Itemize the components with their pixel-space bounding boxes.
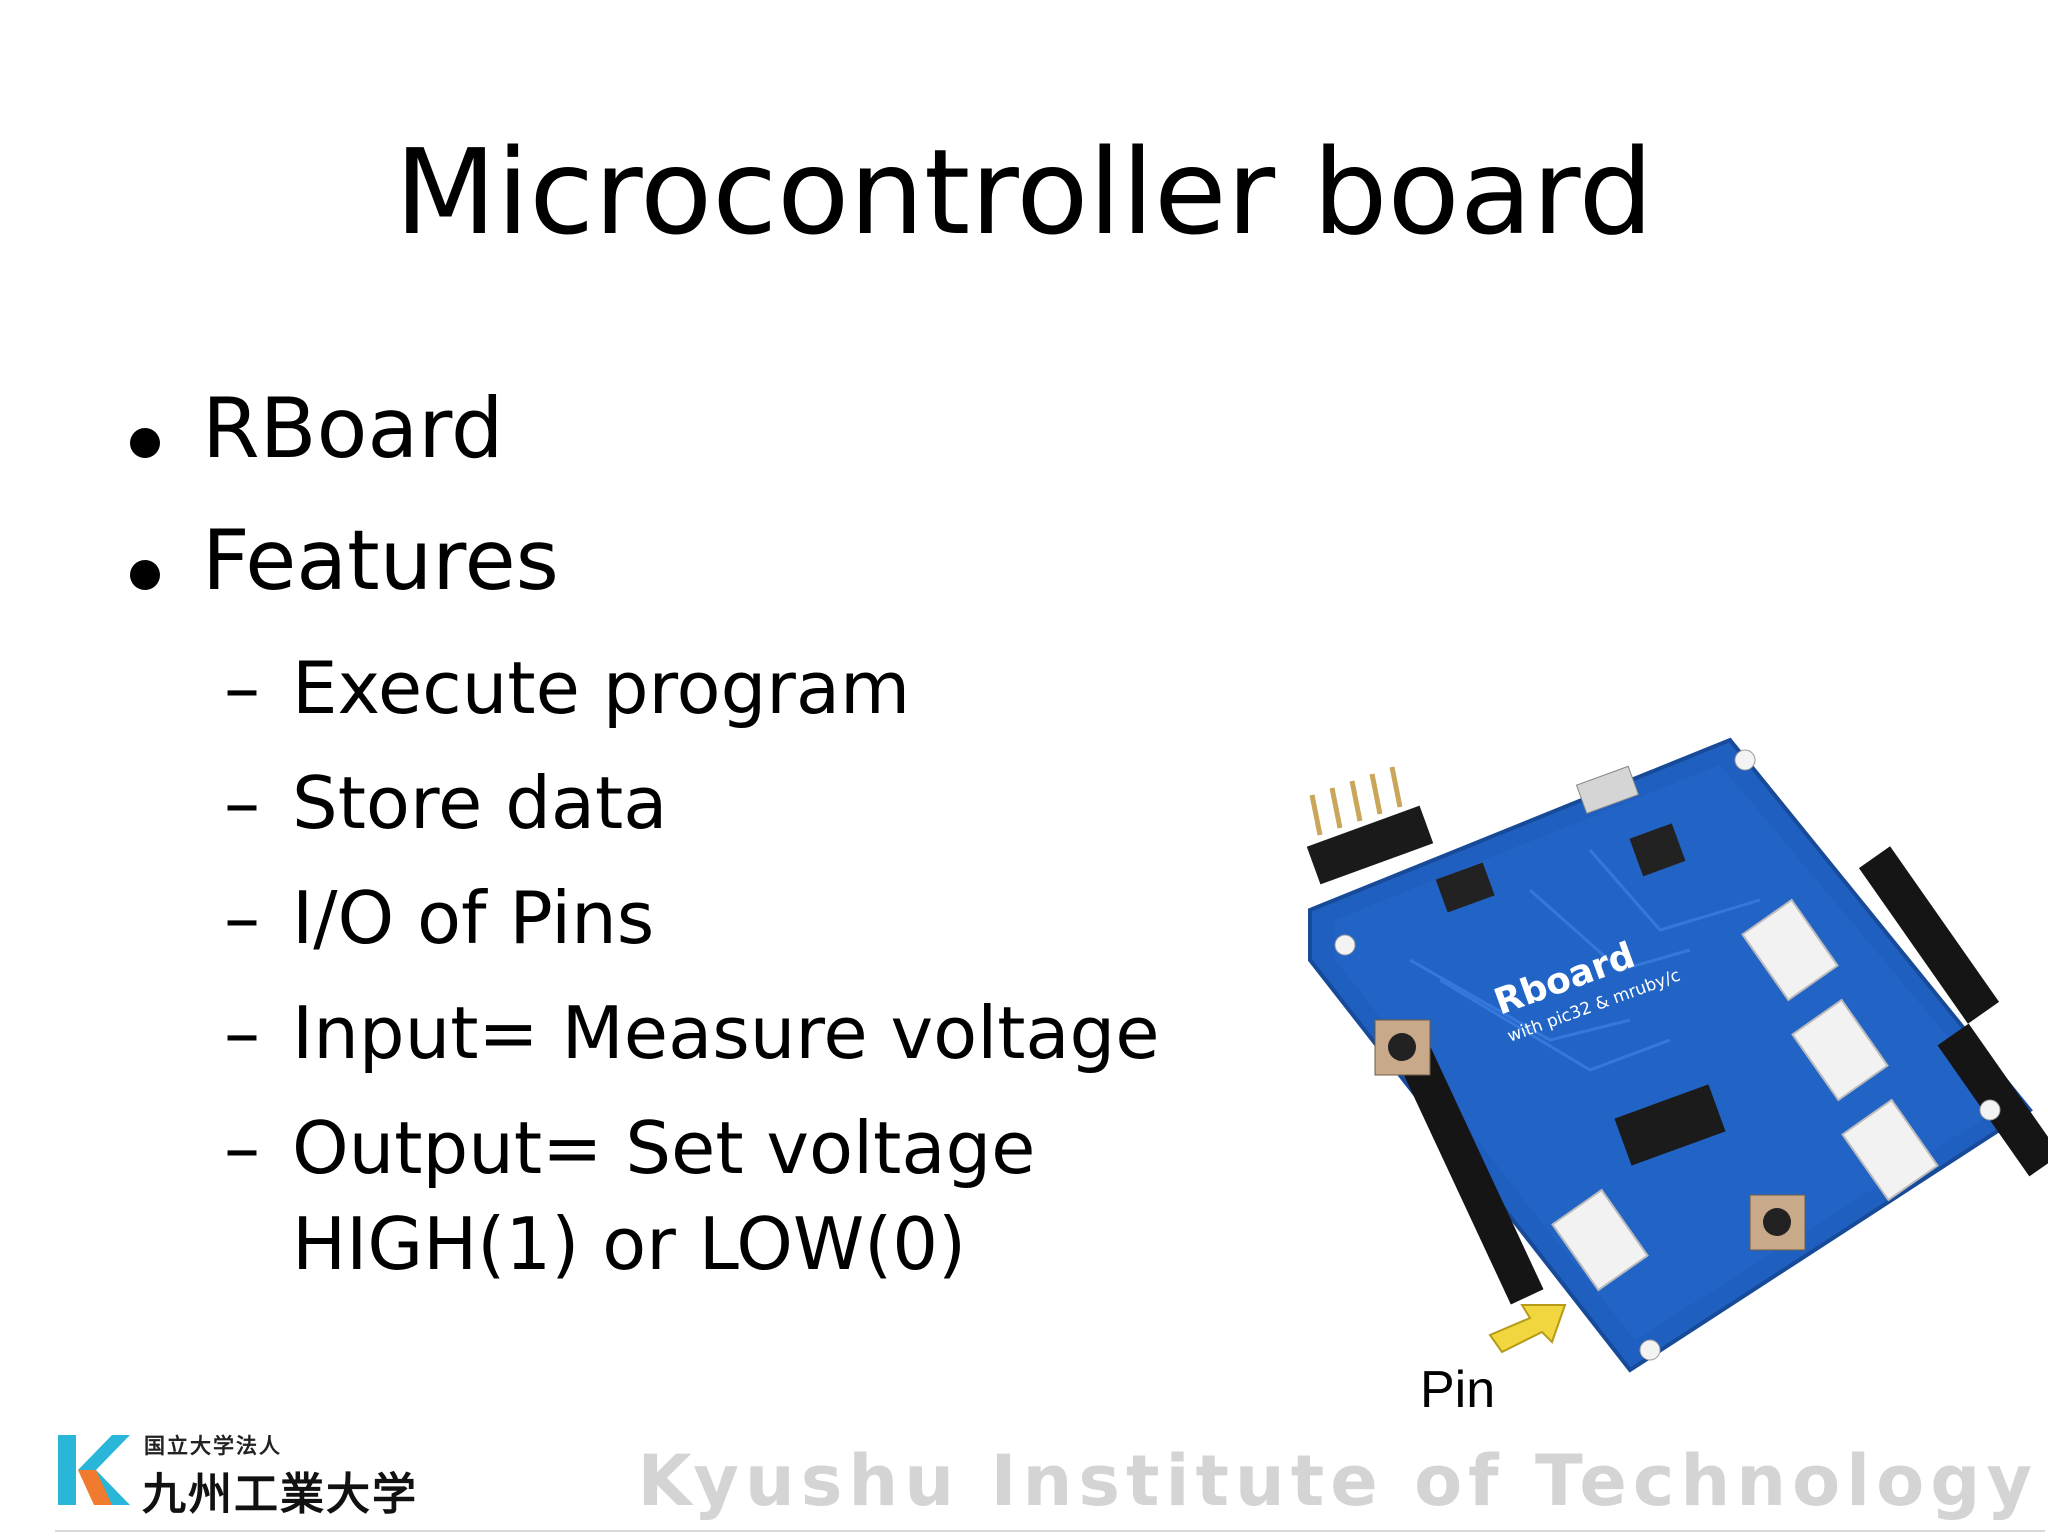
slide-title: Microcontroller board — [394, 123, 1654, 261]
chip-small — [1629, 823, 1686, 877]
sub-bullet-text: HIGH(1) or LOW(0) — [292, 1202, 967, 1286]
pin-label: Pin — [1420, 1361, 1496, 1419]
usb-connector — [1575, 765, 1640, 814]
dash-marker: – — [224, 646, 260, 730]
institute-watermark: Kyushu Institute of Technology — [637, 1440, 2038, 1522]
white-connector — [1791, 998, 1889, 1102]
chip-u1 — [1614, 1084, 1726, 1166]
sub-bullet-text: Output= Set voltage — [292, 1106, 1036, 1190]
dash-marker: – — [224, 876, 260, 960]
push-buttons — [1374, 1019, 1806, 1251]
pin-arrow-icon — [1488, 1304, 1567, 1354]
header-pins — [1306, 766, 1434, 885]
white-connector — [1841, 1098, 1939, 1202]
right-header-bottom — [1937, 1023, 2048, 1177]
board-photo: Rboard with pic32 & mruby/c — [1290, 720, 2048, 1420]
bullet-dot-icon — [130, 560, 160, 590]
sub-bullet-text: Input= Measure voltage — [292, 991, 1160, 1075]
bullet-dot-icon — [130, 428, 160, 458]
bullet-text: RBoard — [202, 380, 504, 477]
dash-marker: – — [224, 991, 260, 1075]
left-header — [1392, 1035, 1544, 1305]
sub-bullet-text: I/O of Pins — [292, 876, 655, 960]
sub-bullet-text: Store data — [292, 761, 668, 845]
footer-divider — [55, 1530, 2045, 1532]
sub-bullet-text: Execute program — [292, 646, 911, 730]
chip-ic1 — [1435, 862, 1495, 913]
logo-small-text: 国立大学法人 — [144, 1434, 282, 1458]
logo-mark-icon — [58, 1435, 130, 1505]
white-connector — [1741, 898, 1839, 1002]
dash-marker: – — [224, 1106, 260, 1190]
university-logo: 国立大学法人 九州工業大学 — [52, 1430, 416, 1520]
logo-big-text: 九州工業大学 — [142, 1469, 418, 1520]
dash-marker: – — [224, 761, 260, 845]
bullet-text: Features — [202, 512, 559, 609]
right-header-top — [1858, 846, 2000, 1024]
pcb-highlight — [1335, 765, 2005, 1340]
white-connector — [1551, 1188, 1649, 1292]
